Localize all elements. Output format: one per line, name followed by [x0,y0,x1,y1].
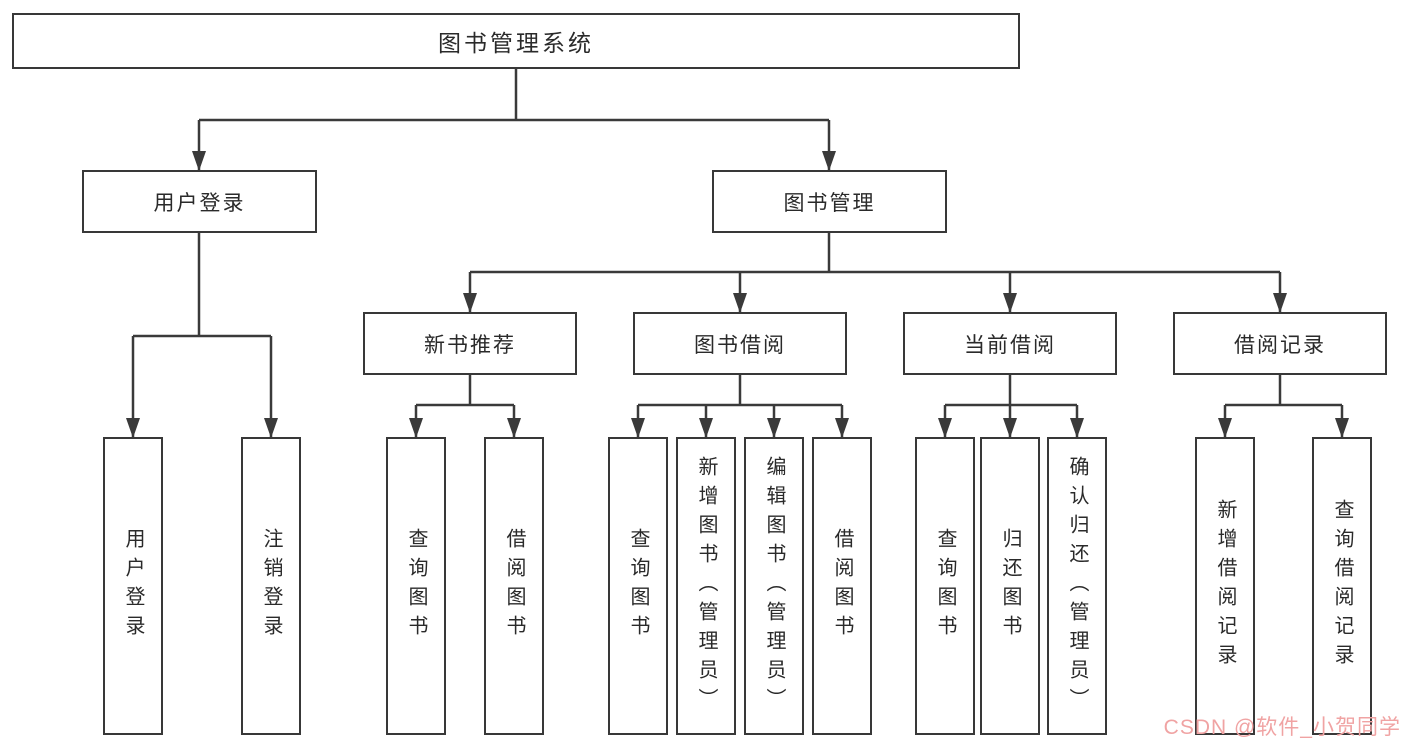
leaf-user-login: 用户登录 [103,437,163,735]
node-root-label: 图书管理系统 [438,30,594,56]
leaf-bb-query-book-label: 查询图书 [627,528,649,644]
leaf-cb-return-book-label: 归还图书 [999,528,1021,644]
leaf-br-add-record: 新增借阅记录 [1195,437,1255,735]
node-user-login: 用户登录 [82,170,317,233]
leaf-bb-edit-book-label: 编辑图书（管理员） [763,455,785,717]
leaf-nbr-borrow-book: 借阅图书 [484,437,544,735]
leaf-bb-borrow-book-label: 借阅图书 [831,528,853,644]
leaf-nbr-query-book: 查询图书 [386,437,446,735]
node-book-borrow-label: 图书借阅 [694,333,786,357]
leaf-bb-add-book: 新增图书（管理员） [676,437,736,735]
leaf-cb-query-book: 查询图书 [915,437,975,735]
node-current-borrow: 当前借阅 [903,312,1117,375]
node-new-book-rec: 新书推荐 [363,312,577,375]
leaf-logout-label: 注销登录 [260,528,282,644]
leaf-cb-confirm-return-label: 确认归还（管理员） [1066,455,1088,717]
node-borrow-record-label: 借阅记录 [1234,333,1326,357]
leaf-nbr-borrow-book-label: 借阅图书 [503,528,525,644]
leaf-br-add-record-label: 新增借阅记录 [1214,499,1236,673]
leaf-user-login-label: 用户登录 [122,528,144,644]
leaf-nbr-query-book-label: 查询图书 [405,528,427,644]
node-book-borrow: 图书借阅 [633,312,847,375]
leaf-bb-add-book-label: 新增图书（管理员） [695,455,717,717]
leaf-cb-confirm-return: 确认归还（管理员） [1047,437,1107,735]
leaf-cb-query-book-label: 查询图书 [934,528,956,644]
node-book-mgmt-label: 图书管理 [783,191,876,215]
leaf-logout: 注销登录 [241,437,301,735]
node-root: 图书管理系统 [12,13,1020,69]
node-book-mgmt: 图书管理 [712,170,947,233]
leaf-bb-edit-book: 编辑图书（管理员） [744,437,804,735]
leaf-br-query-record: 查询借阅记录 [1312,437,1372,735]
node-user-login-label: 用户登录 [153,191,246,215]
leaf-br-query-record-label: 查询借阅记录 [1331,499,1353,673]
leaf-bb-borrow-book: 借阅图书 [812,437,872,735]
node-borrow-record: 借阅记录 [1173,312,1387,375]
csdn-watermark: CSDN @软件_小贺同学 [1163,716,1401,739]
node-new-book-rec-label: 新书推荐 [424,333,516,357]
node-current-borrow-label: 当前借阅 [964,333,1056,357]
leaf-cb-return-book: 归还图书 [980,437,1040,735]
leaf-bb-query-book: 查询图书 [608,437,668,735]
